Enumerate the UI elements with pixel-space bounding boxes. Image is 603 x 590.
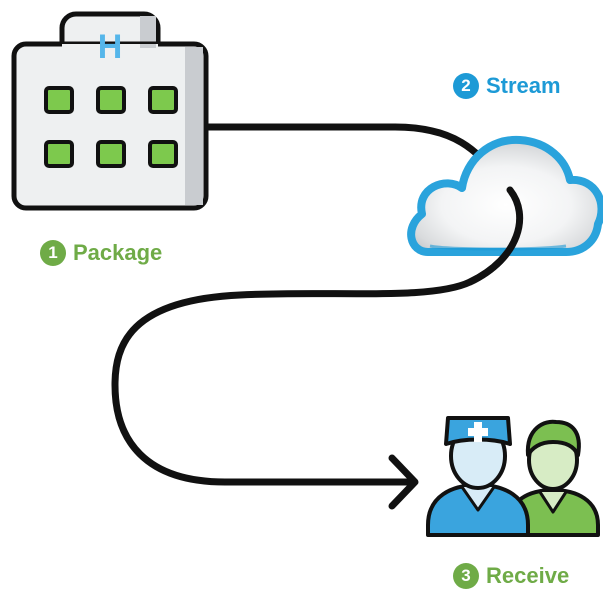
step-label: Stream <box>486 73 561 98</box>
step-package: 1 Package <box>40 240 162 266</box>
step-number-badge: 3 <box>453 563 479 589</box>
step-number-badge: 2 <box>453 73 479 99</box>
window <box>96 86 126 114</box>
medical-cross-icon <box>468 422 488 442</box>
doctor-icon <box>426 416 530 537</box>
person-icon <box>506 419 600 537</box>
connector-over-cloud <box>466 186 524 286</box>
window-grid <box>44 86 178 168</box>
doctor-and-patient-icon <box>426 416 600 537</box>
hospital-building-icon: H <box>11 11 209 211</box>
step-label: Receive <box>486 563 570 588</box>
window <box>148 86 178 114</box>
step-stream: 2 Stream <box>453 73 561 99</box>
window <box>148 140 178 168</box>
step-label: Package <box>73 240 163 265</box>
step-number-badge: 1 <box>40 240 66 266</box>
cloud-icon <box>407 135 603 256</box>
window <box>44 140 74 168</box>
window <box>96 140 126 168</box>
window <box>44 86 74 114</box>
arrowhead-icon <box>388 454 419 510</box>
step-receive: 3 Receive <box>453 563 569 589</box>
hospital-sign: H <box>98 28 123 66</box>
